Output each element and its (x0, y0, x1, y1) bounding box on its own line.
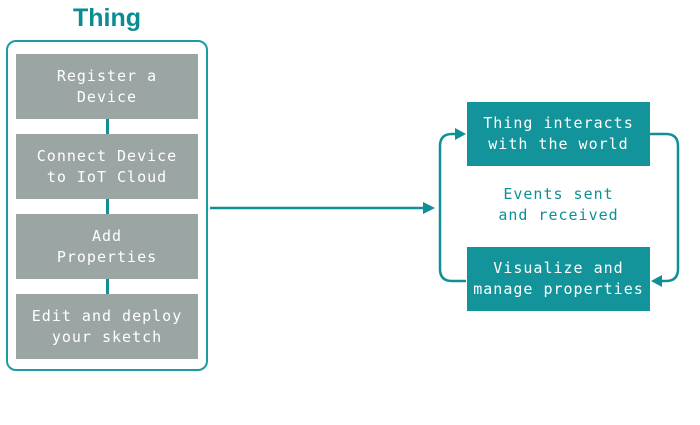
cycle-right-arrowhead-icon (651, 275, 662, 287)
flow-step-connect-device: Connect Device to IoT Cloud (16, 134, 198, 199)
step-connector-line (105, 279, 109, 294)
cycle-events-label: Events sent and received (498, 185, 619, 224)
cycle-box-thing-interacts: Thing interacts with the world (467, 102, 650, 166)
flow-to-cycle-arrowhead-icon (423, 202, 435, 214)
page-title: Thing (72, 4, 142, 32)
flow-step-edit-deploy: Edit and deploy your sketch (16, 294, 198, 359)
cycle-left-arrow-line (438, 132, 466, 283)
cycle-right-arrow-line (650, 132, 680, 283)
step-connector-line (105, 199, 109, 214)
step-connector-line (105, 119, 109, 134)
cycle-box-visualize-manage: Visualize and manage properties (467, 247, 650, 311)
cycle-left-arrowhead-icon (455, 128, 466, 140)
flow-step-register-device: Register a Device (16, 54, 198, 119)
thing-flow-container: Register a Device Connect Device to IoT … (6, 40, 208, 371)
flow-step-add-properties: Add Properties (16, 214, 198, 279)
